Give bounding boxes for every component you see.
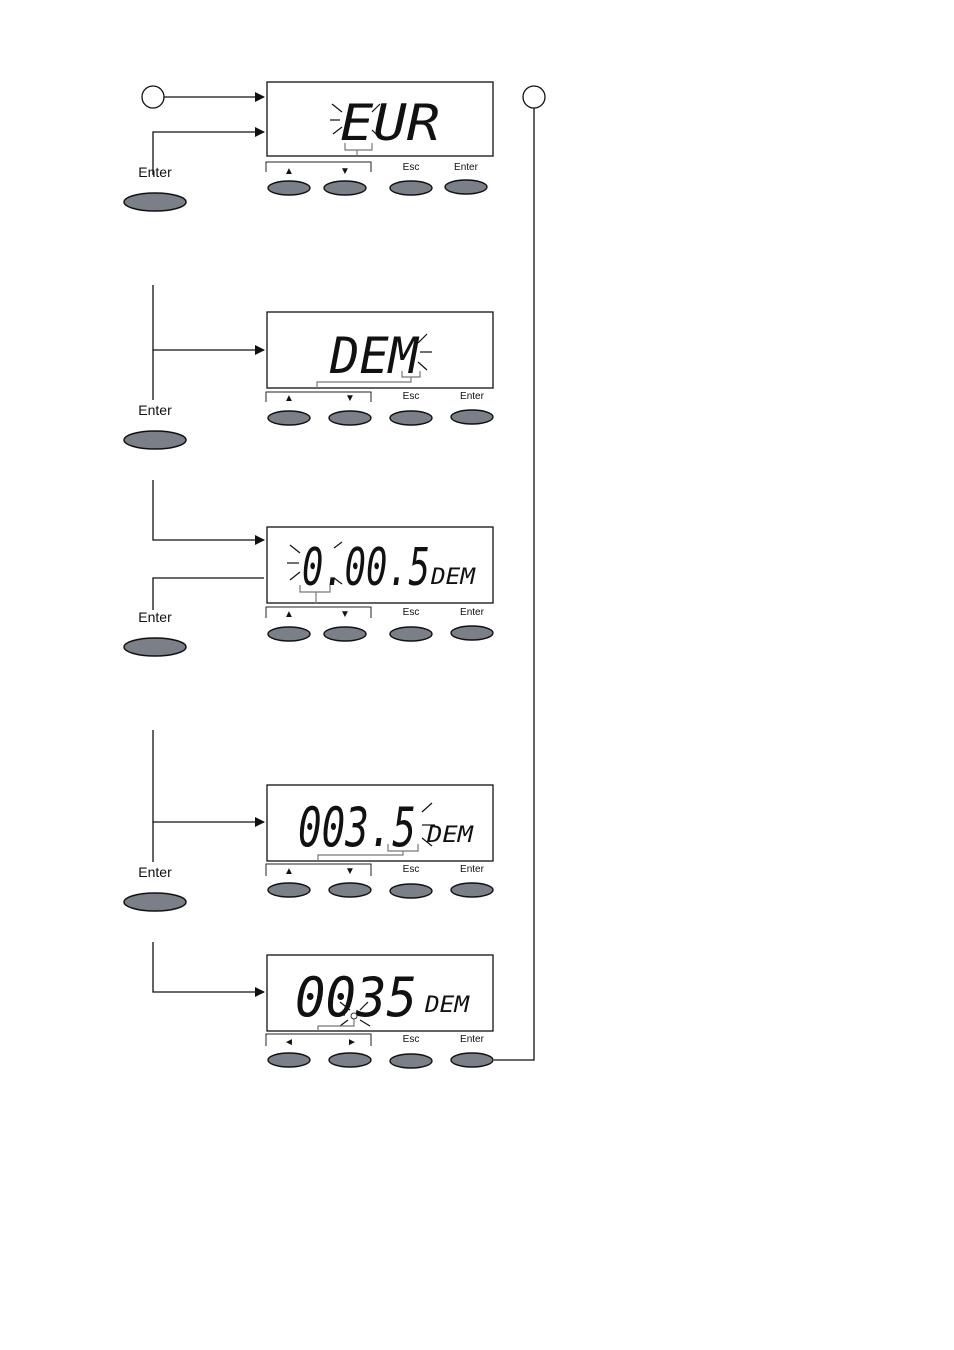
arrow-keys-bracket [265,1033,372,1046]
enter-key-button[interactable] [444,179,488,195]
arrow-keys-bracket [265,606,372,618]
enter-label: Enter [138,864,172,880]
esc-button[interactable] [389,883,433,899]
down-label: ▼ [345,866,355,877]
up-label: ▲ [284,609,294,620]
blink-rays [333,1001,371,1027]
lcd-value: EUR [340,94,440,152]
esc-button[interactable] [389,180,433,196]
lcd-unit: DEM [424,993,470,1018]
lcd-unit: DEM [426,823,474,848]
up-button[interactable] [267,626,311,642]
screen-5: 0035 DEM ◄ ► Esc Enter [265,954,494,1069]
right-label: ► [347,1037,357,1048]
digit-bracket [344,143,373,151]
screen-1: EUR ▲ ▼ Esc Enter [265,81,494,196]
up-button[interactable] [267,180,311,196]
down-label: ▼ [345,393,355,404]
esc-label: Esc [403,162,420,173]
esc-label: Esc [403,864,420,875]
lcd-value: 0.00.5 [302,538,430,598]
enter-label: Enter [138,164,172,180]
connector-circle-in [141,85,165,109]
enter-button[interactable] [123,637,187,657]
flow-arrow-screen-5 [152,942,265,997]
esc-button[interactable] [389,410,433,426]
down-button[interactable] [328,410,372,426]
blink-rays [421,802,435,847]
screen-4: 003.5 DEM ▲ ▼ Esc Enter [265,784,494,899]
enter-key-label: Enter [454,162,479,173]
arrow-keys-bracket [265,161,372,172]
down-label: ▼ [340,609,350,620]
esc-button[interactable] [389,626,433,642]
up-label: ▲ [284,393,294,404]
enter-key-label: Enter [460,864,485,875]
blink-rays [417,333,432,371]
digit-bracket-link [316,377,412,388]
enter-step-1[interactable]: Enter [123,164,187,212]
left-button[interactable] [267,1052,311,1068]
enter-key-label: Enter [460,391,485,402]
down-label: ▼ [340,166,350,177]
enter-step-3[interactable]: Enter [123,609,187,657]
lcd-unit: DEM [430,565,476,590]
lcd-display [266,954,494,1032]
digit-bracket-link [317,1019,355,1031]
enter-key-button[interactable] [450,409,494,425]
enter-button[interactable] [123,892,187,912]
up-button[interactable] [267,410,311,426]
flow-arrow-screen-3 [152,480,265,545]
enter-key-button[interactable] [450,882,494,898]
return-line [494,108,535,1061]
arrow-keys-bracket [265,863,372,876]
lcd-display [266,311,494,389]
down-button[interactable] [328,882,372,898]
left-label: ◄ [284,1037,294,1048]
digit-bracket [299,585,331,593]
up-label: ▲ [284,166,294,177]
enter-step-2[interactable]: Enter [123,402,187,450]
screen-3: 0.00.5 DEM ▲ ▼ Esc Enter [265,526,494,642]
enter-key-button[interactable] [450,625,494,641]
right-button[interactable] [328,1052,372,1068]
connector-circle-out [522,85,546,109]
up-button[interactable] [267,882,311,898]
flow-arrow-screen-1 [152,127,265,175]
flow-line-screen-3-enter [152,577,264,610]
enter-button[interactable] [123,192,187,212]
flow-arrow-screen-4 [152,730,265,827]
down-button[interactable] [323,626,367,642]
lcd-value: 003.5 [298,796,416,859]
enter-key-label: Enter [460,1034,485,1045]
screen-2: DEM ▲ ▼ Esc Enter [265,311,494,426]
blink-rays [287,541,343,585]
enter-key-label: Enter [460,607,485,618]
up-label: ▲ [284,866,294,877]
enter-label: Enter [138,402,172,418]
flow-arrow-screen-2 [152,285,265,355]
down-button[interactable] [323,180,367,196]
enter-label: Enter [138,609,172,625]
enter-step-4[interactable]: Enter [123,864,187,912]
lcd-value: DEM [329,327,420,385]
lcd-display [266,784,494,862]
enter-key-button[interactable] [450,1052,494,1068]
decimal-point-blink [350,1012,358,1020]
esc-button[interactable] [389,1053,433,1069]
esc-label: Esc [403,391,420,402]
esc-label: Esc [403,607,420,618]
enter-button[interactable] [123,430,187,450]
lcd-display [266,526,494,604]
digit-bracket-link [317,851,404,861]
arrow-keys-bracket [265,391,372,402]
lcd-display [266,81,494,157]
esc-label: Esc [403,1034,420,1045]
lcd-value: 0035 [295,966,417,1029]
blink-rays [330,103,381,139]
